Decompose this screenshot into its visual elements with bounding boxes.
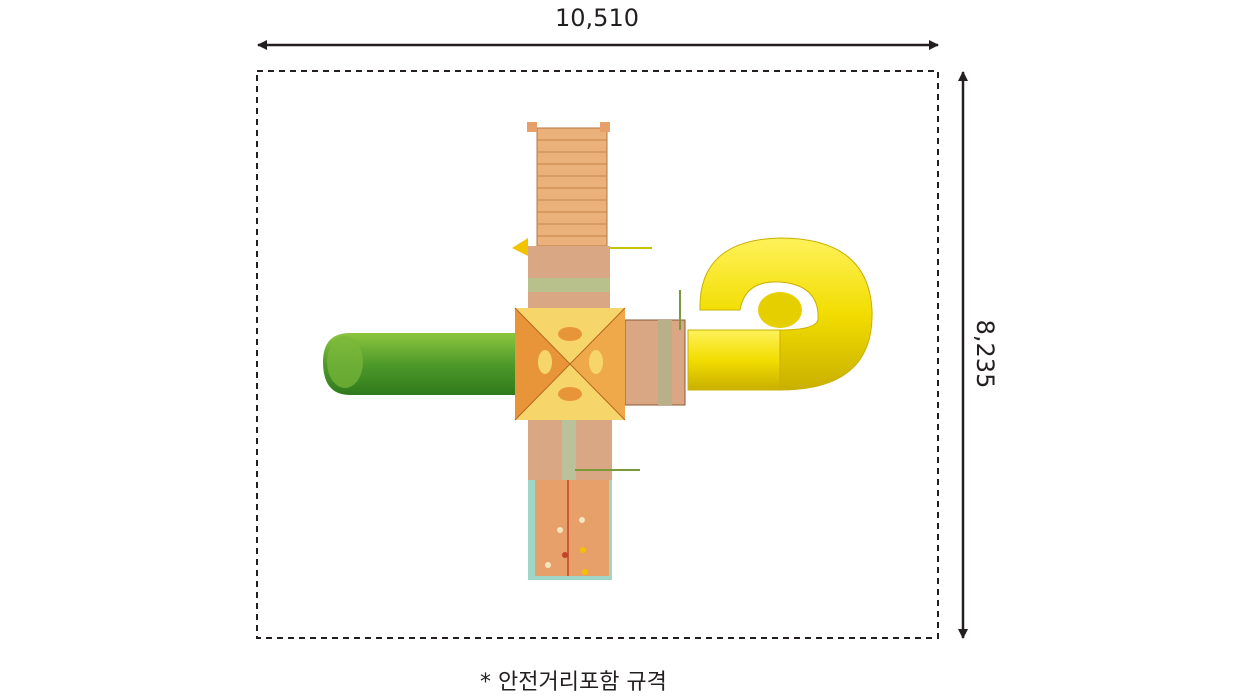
green-slide	[323, 333, 515, 395]
top-deck	[528, 246, 610, 310]
height-dimension-label: 8,235	[971, 319, 999, 389]
climbing-wall	[528, 480, 612, 580]
center-roof	[514, 307, 626, 421]
safety-distance-note: * 안전거리포함 규격	[480, 670, 667, 695]
right-deck	[624, 290, 686, 406]
top-bridge	[512, 122, 652, 256]
width-dimension-label: 10,510	[555, 4, 639, 32]
yellow-tube-slide	[687, 237, 873, 391]
bottom-deck	[528, 420, 640, 480]
safety-zone-boundary	[256, 70, 939, 639]
